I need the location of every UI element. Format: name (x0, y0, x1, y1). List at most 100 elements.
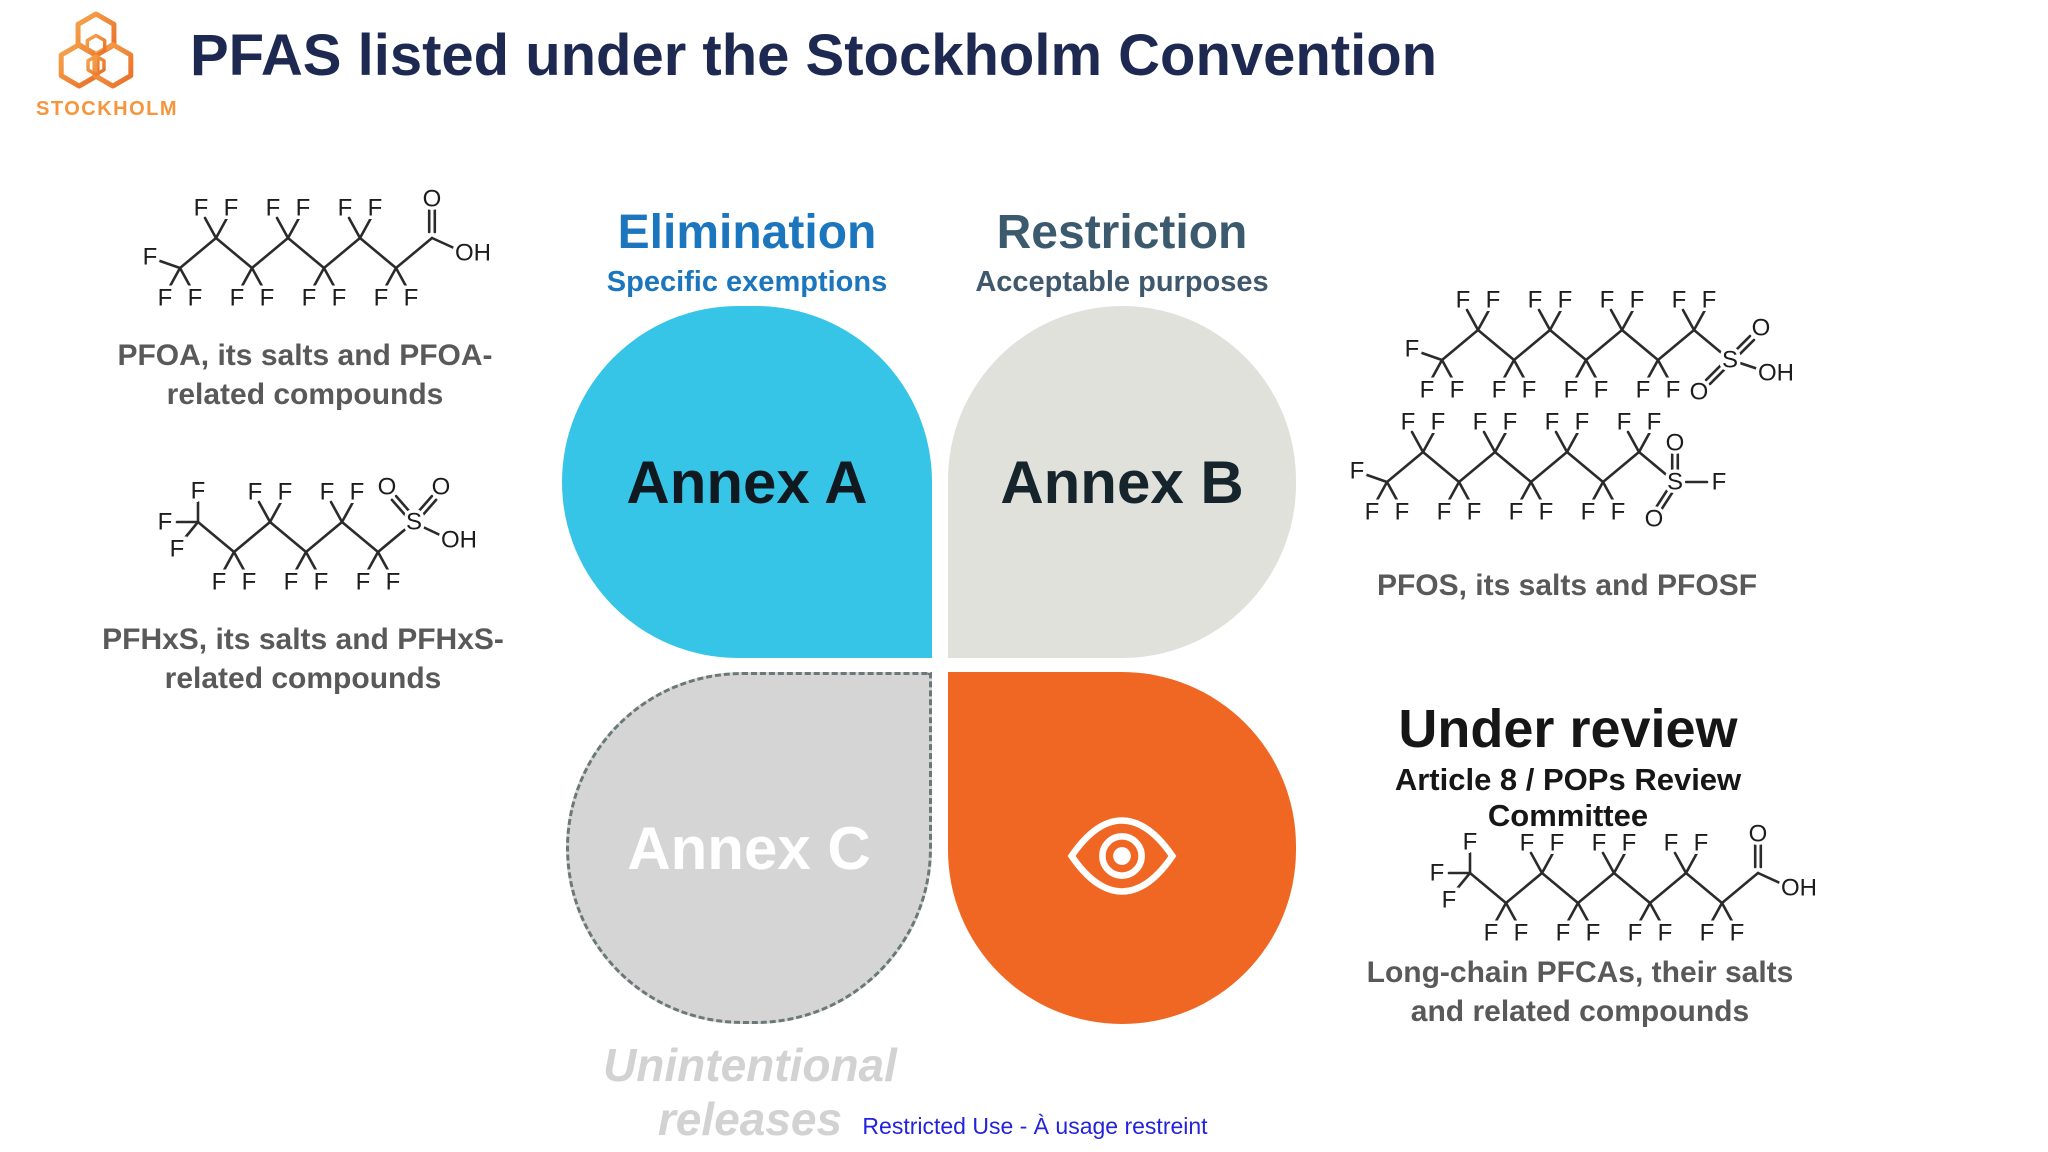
pfoa-caption: PFOA, its salts and PFOA- related compou… (85, 336, 525, 414)
svg-text:O: O (432, 474, 451, 501)
pfca-caption-line2: and related compounds (1410, 995, 1750, 1028)
svg-text:F: F (1664, 830, 1679, 857)
svg-text:F: F (1528, 287, 1543, 314)
elimination-subheader: Specific exemptions (606, 266, 888, 298)
annex-c-label: Annex C (627, 814, 871, 882)
svg-text:F: F (314, 569, 329, 596)
svg-text:F: F (1430, 860, 1445, 887)
pfhxs-caption: PFHxS, its salts and PFHxS- related comp… (83, 620, 523, 698)
svg-text:F: F (1556, 920, 1571, 947)
svg-text:F: F (350, 479, 365, 506)
svg-text:F: F (1522, 377, 1537, 404)
svg-text:OH: OH (1758, 360, 1794, 387)
svg-text:F: F (1600, 287, 1615, 314)
svg-text:F: F (1395, 499, 1410, 526)
svg-text:F: F (224, 195, 239, 222)
svg-text:F: F (143, 244, 158, 271)
svg-text:F: F (1592, 830, 1607, 857)
svg-text:F: F (248, 479, 263, 506)
pfca-caption-line1: Long-chain PFCAs, their salts (1366, 956, 1794, 989)
svg-text:S: S (1667, 469, 1683, 496)
svg-text:F: F (296, 195, 311, 222)
svg-text:F: F (1492, 377, 1507, 404)
svg-text:O: O (1690, 379, 1709, 406)
petal-annex-b: Annex B (948, 306, 1296, 658)
pfhxs-caption-line2: related compounds (164, 662, 442, 695)
svg-text:F: F (1350, 458, 1365, 485)
svg-text:F: F (1405, 336, 1420, 363)
svg-text:F: F (284, 569, 299, 596)
svg-text:F: F (1401, 409, 1416, 436)
pfos-caption: PFOS, its salts and PFOSF (1376, 569, 1758, 602)
svg-text:F: F (1611, 499, 1626, 526)
petal-annex-c: Annex C (566, 672, 932, 1024)
svg-text:F: F (1420, 377, 1435, 404)
svg-text:F: F (1730, 920, 1745, 947)
svg-text:F: F (368, 195, 383, 222)
svg-text:F: F (1581, 499, 1596, 526)
svg-text:F: F (1628, 920, 1643, 947)
svg-text:F: F (1450, 377, 1465, 404)
svg-text:F: F (1630, 287, 1645, 314)
svg-text:F: F (278, 479, 293, 506)
svg-text:F: F (332, 285, 347, 312)
svg-text:F: F (1431, 409, 1446, 436)
under-review-title: Under review (1398, 699, 1738, 759)
svg-text:F: F (158, 285, 173, 312)
svg-text:F: F (1666, 377, 1681, 404)
svg-text:F: F (1575, 409, 1590, 436)
svg-text:F: F (1463, 829, 1478, 856)
pfoa-caption-line2: related compounds (166, 378, 444, 411)
svg-text:F: F (266, 195, 281, 222)
svg-text:F: F (1617, 409, 1632, 436)
eye-icon (1067, 817, 1177, 895)
svg-text:O: O (1645, 506, 1664, 533)
svg-text:F: F (374, 285, 389, 312)
svg-text:F: F (260, 285, 275, 312)
svg-text:F: F (386, 569, 401, 596)
svg-text:F: F (1514, 920, 1529, 947)
svg-text:F: F (1647, 409, 1662, 436)
svg-text:S: S (1722, 347, 1738, 374)
svg-text:F: F (170, 536, 185, 563)
svg-text:F: F (1503, 409, 1518, 436)
svg-text:F: F (1486, 287, 1501, 314)
restriction-subheader: Acceptable purposes (975, 266, 1269, 298)
svg-text:O: O (1752, 315, 1771, 342)
svg-text:F: F (1672, 287, 1687, 314)
petal-annex-a: Annex A (562, 306, 932, 658)
annex-b-label: Annex B (1000, 448, 1244, 516)
svg-text:F: F (338, 195, 353, 222)
svg-text:F: F (320, 479, 335, 506)
svg-text:F: F (1636, 377, 1651, 404)
svg-text:F: F (302, 285, 317, 312)
svg-text:F: F (1622, 830, 1637, 857)
svg-text:F: F (1520, 830, 1535, 857)
svg-text:F: F (1558, 287, 1573, 314)
svg-text:F: F (1509, 499, 1524, 526)
restriction-header: Restriction (996, 206, 1248, 259)
svg-text:F: F (1456, 287, 1471, 314)
svg-text:F: F (212, 569, 227, 596)
elimination-header: Elimination (617, 206, 877, 259)
page-title: PFAS listed under the Stockholm Conventi… (190, 23, 1438, 88)
svg-text:F: F (1712, 469, 1727, 496)
svg-text:F: F (1437, 499, 1452, 526)
svg-text:OH: OH (455, 240, 491, 267)
svg-text:F: F (194, 195, 209, 222)
under-review-subtitle: Article 8 / POPs Review Committee (1394, 762, 1742, 833)
svg-text:F: F (1594, 377, 1609, 404)
pfhxs-caption-line1: PFHxS, its salts and PFHxS- (102, 623, 504, 656)
svg-text:F: F (1586, 920, 1601, 947)
svg-text:F: F (191, 478, 206, 505)
svg-text:O: O (378, 474, 397, 501)
svg-text:F: F (188, 285, 203, 312)
svg-text:F: F (1700, 920, 1715, 947)
restricted-use-footer: Restricted Use - À usage restreint (862, 1113, 1208, 1139)
svg-text:F: F (356, 569, 371, 596)
svg-text:F: F (1545, 409, 1560, 436)
